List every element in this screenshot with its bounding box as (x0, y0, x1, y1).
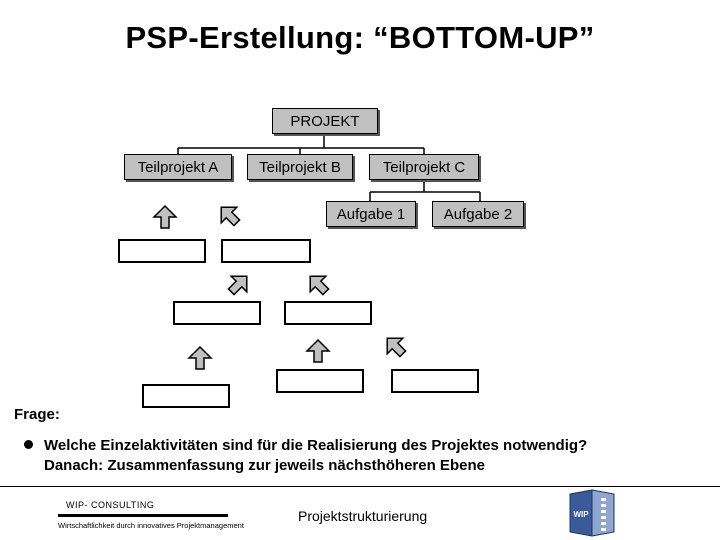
arrow-up-icon (305, 338, 331, 363)
arrow-up-right-icon (227, 275, 248, 296)
empty-box (118, 239, 206, 263)
empty-box (142, 384, 230, 408)
node-teilprojekt-c: Teilprojekt C (369, 154, 479, 180)
wip-logo: WIP (569, 489, 615, 537)
company-slogan: Wirtschaftlichkeit durch innovatives Pro… (58, 521, 244, 530)
empty-box (391, 369, 479, 393)
empty-box (284, 301, 372, 325)
question-label: Frage: (14, 406, 60, 423)
logo-text: WIP (573, 510, 589, 519)
question-text: Welche Einzelaktivitäten sind für die Re… (44, 436, 684, 476)
question-line-1: Welche Einzelaktivitäten sind für die Re… (44, 437, 588, 454)
empty-box (173, 301, 261, 325)
arrow-up-left-icon (386, 337, 407, 358)
node-teilprojekt-a: Teilprojekt A (124, 154, 232, 180)
footer-divider (0, 486, 720, 487)
slogan-rule (58, 514, 228, 517)
arrow-up-left-icon (309, 275, 330, 296)
arrow-up-icon (187, 345, 213, 370)
arrow-up-left-icon (220, 206, 241, 227)
slide-title: PSP-Erstellung: “BOTTOM-UP” (125, 20, 595, 55)
bullet-icon (24, 440, 33, 449)
node-aufgabe-2: Aufgabe 2 (432, 201, 524, 227)
root-node-projekt: PROJEKT (272, 108, 378, 134)
node-aufgabe-1: Aufgabe 1 (326, 201, 416, 227)
footer-page-title: Projektstrukturierung (298, 508, 428, 524)
empty-box (221, 239, 311, 263)
empty-box (276, 369, 364, 393)
company-name: WIP- CONSULTING (66, 500, 155, 510)
node-teilprojekt-b: Teilprojekt B (247, 154, 353, 180)
question-line-2: Danach: Zusammenfassung zur jeweils näch… (44, 457, 485, 474)
arrow-up-icon (152, 204, 178, 229)
